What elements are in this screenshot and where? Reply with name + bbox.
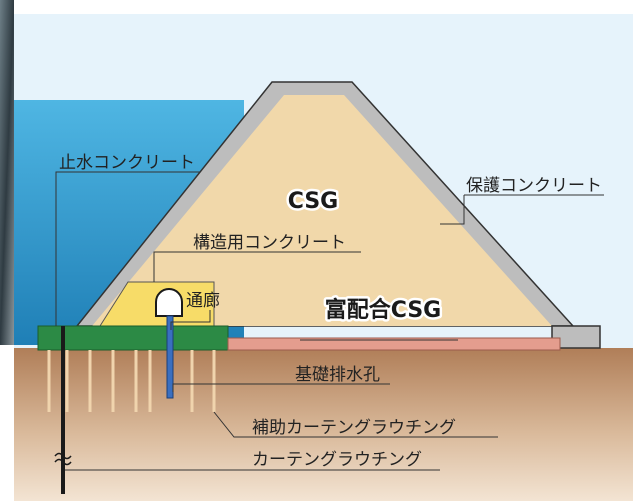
gallery-tunnel — [155, 288, 183, 317]
foundation-drain-label: 基礎排水孔 — [295, 365, 380, 384]
leader-lines — [55, 171, 604, 471]
csg-body — [92, 95, 552, 326]
csg-label: CSG — [288, 189, 338, 214]
break-mark — [54, 452, 72, 466]
waterstop-concrete-label: 止水コンクリート — [59, 153, 195, 172]
structural-concrete-label: 構造用コンクリート — [193, 233, 346, 252]
foundation-ground — [14, 348, 633, 501]
photo-edge — [0, 0, 14, 345]
protective-concrete-label: 保護コンクリート — [466, 176, 602, 195]
rich-mix-csg-layer — [227, 337, 561, 351]
auxiliary-grout-holes — [47, 350, 216, 412]
curtain-grouting-label: カーテングラウチング — [252, 450, 422, 469]
foundation-drain-pipe — [166, 315, 174, 399]
waterstop-slab — [37, 325, 229, 351]
rich-mix-csg-label: 富配合CSG — [325, 297, 441, 323]
auxiliary-curtain-grouting-label: 補助カーテングラウチング — [252, 418, 456, 437]
white-margin — [0, 345, 14, 501]
gallery-label: 通廊 — [186, 291, 220, 310]
